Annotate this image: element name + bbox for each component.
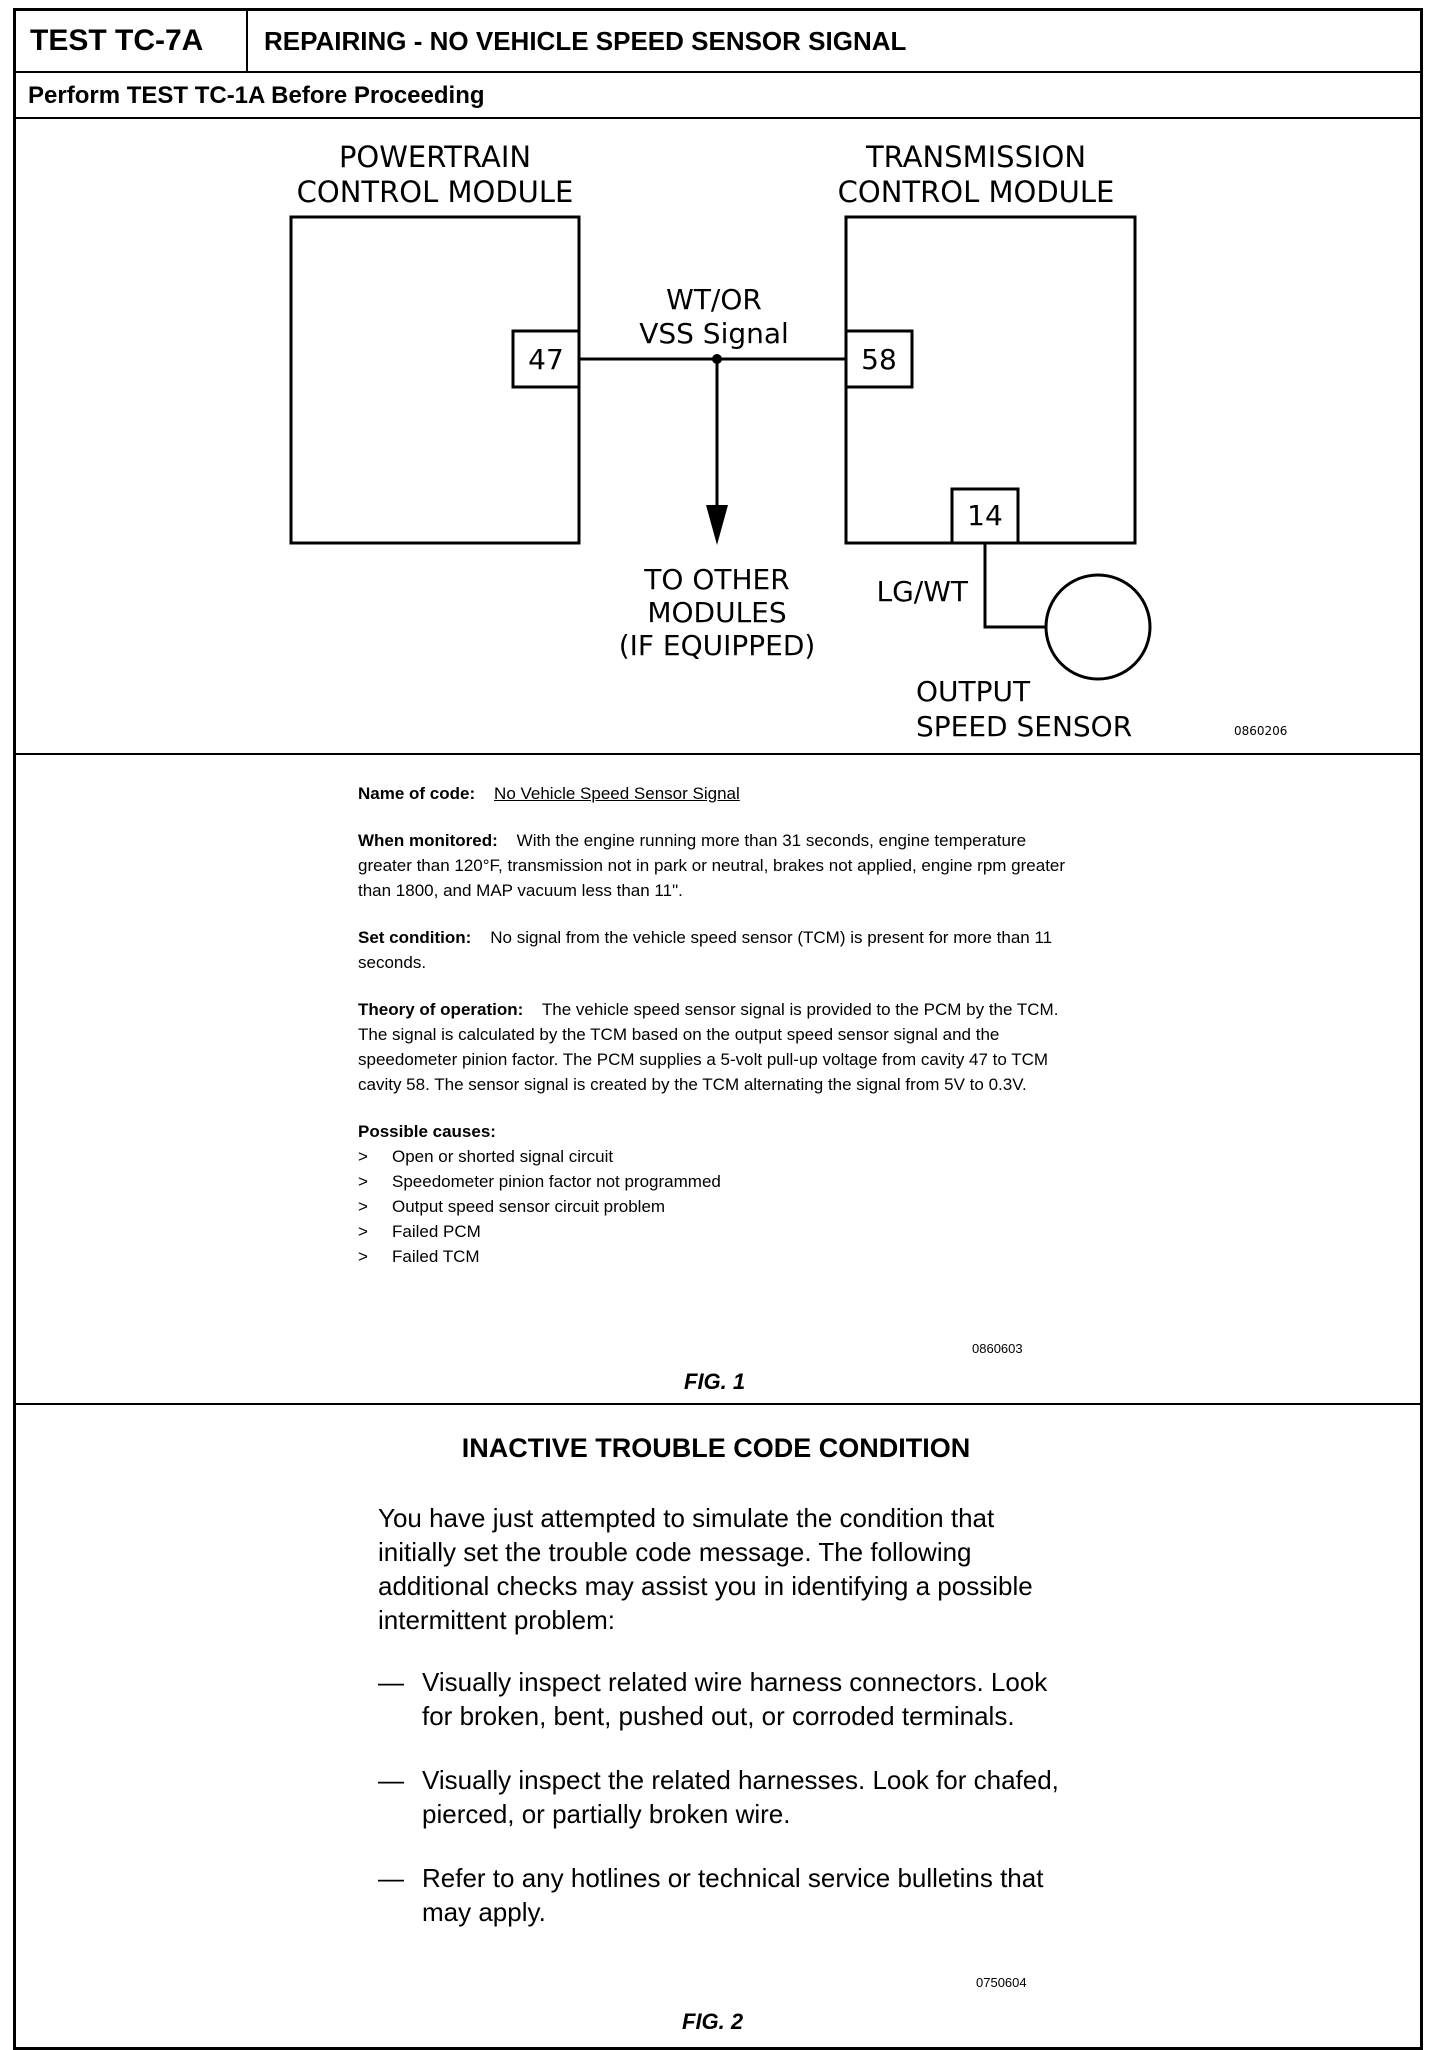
set-condition-row: Set condition: No signal from the vehicl… — [358, 925, 1068, 975]
sensor-wire-color: LG/WT — [876, 575, 968, 608]
vss-wire-name: VSS Signal — [639, 317, 789, 350]
speed-sensor-icon — [1044, 573, 1152, 681]
list-item: Failed TCM — [358, 1244, 1068, 1269]
prerequisite-note: Perform TEST TC-1A Before Proceeding — [16, 73, 1420, 119]
sensor-label-line1: OUTPUT — [916, 675, 1031, 708]
vss-wire-color: WT/OR — [666, 283, 762, 316]
tcm-label-line2: CONTROL MODULE — [838, 175, 1115, 209]
pcm-label-line1: POWERTRAIN — [339, 140, 531, 174]
inactive-code-intro: You have just attempted to simulate the … — [378, 1503, 1033, 1635]
monitored-text: With the engine running more than 31 sec… — [358, 831, 1066, 900]
fig1-panel: Name of code: No Vehicle Speed Sensor Si… — [16, 755, 1420, 1405]
theory-label: Theory of operation: — [358, 1000, 524, 1019]
additional-checks-list: Visually inspect related wire harness co… — [378, 1665, 1078, 1959]
fig2-ref-code: 0750604 — [976, 1975, 1027, 1990]
inactive-code-title: INACTIVE TROUBLE CODE CONDITION — [461, 1433, 971, 1463]
possible-causes-label: Possible causes: — [358, 1122, 496, 1141]
sensor-wire — [983, 543, 1046, 629]
arrow-down-icon — [706, 505, 728, 545]
pcm-label-line2: CONTROL MODULE — [297, 175, 574, 209]
monitored-row: When monitored: With the engine running … — [358, 828, 1068, 903]
wiring-diagram-panel: POWERTRAIN CONTROL MODULE 47 TRANSMISSIO… — [16, 119, 1420, 755]
possible-causes-list: Open or shorted signal circuit Speedomet… — [358, 1144, 1068, 1269]
header-row: TEST TC-7A REPAIRING - NO VEHICLE SPEED … — [16, 11, 1420, 73]
theory-text: The vehicle speed sensor signal is provi… — [358, 1000, 1059, 1094]
list-item: Failed PCM — [358, 1219, 1068, 1244]
set-condition-text: No signal from the vehicle speed sensor … — [358, 928, 1053, 972]
tcm-pin-58: 58 — [861, 343, 897, 376]
test-title: REPAIRING - NO VEHICLE SPEED SENSOR SIGN… — [264, 26, 907, 56]
monitored-label: When monitored: — [358, 831, 498, 850]
list-item: Refer to any hotlines or technical servi… — [378, 1861, 1078, 1929]
fig1-label: FIG. 1 — [684, 1369, 746, 1394]
code-name-row: Name of code: No Vehicle Speed Sensor Si… — [358, 781, 1068, 806]
other-modules-line2: MODULES — [647, 596, 786, 629]
sensor-label-line2: SPEED SENSOR — [916, 710, 1132, 743]
theory-row: Theory of operation: The vehicle speed s… — [358, 997, 1068, 1097]
test-id: TEST TC-7A — [16, 11, 248, 71]
code-description: Name of code: No Vehicle Speed Sensor Si… — [358, 781, 1068, 1269]
pcm-pin-box — [511, 329, 581, 389]
tcm-pin-14: 14 — [967, 499, 1003, 532]
list-item: Open or shorted signal circuit — [358, 1144, 1068, 1169]
document-frame: TEST TC-7A REPAIRING - NO VEHICLE SPEED … — [13, 8, 1423, 2050]
other-modules-line1: TO OTHER — [643, 563, 789, 596]
wiring-diagram: POWERTRAIN CONTROL MODULE 47 TRANSMISSIO… — [289, 140, 1287, 743]
list-item: Output speed sensor circuit problem — [358, 1194, 1068, 1219]
tcm-label-line1: TRANSMISSION — [865, 140, 1086, 174]
list-item: Visually inspect related wire harness co… — [378, 1665, 1078, 1733]
list-item: Visually inspect the related harnesses. … — [378, 1763, 1078, 1831]
code-name-value: No Vehicle Speed Sensor Signal — [494, 784, 740, 803]
list-item: Speedometer pinion factor not programmed — [358, 1169, 1068, 1194]
code-name-label: Name of code: — [358, 784, 476, 803]
other-modules-line3: (IF EQUIPPED) — [619, 629, 816, 662]
fig2-panel: INACTIVE TROUBLE CODE CONDITION You have… — [16, 1405, 1420, 2047]
set-condition-label: Set condition: — [358, 928, 472, 947]
pcm-pin-47: 47 — [528, 343, 564, 376]
fig2-label: FIG. 2 — [682, 2009, 744, 2034]
diagram-ref-code: 0860206 — [1234, 724, 1287, 738]
fig1-ref-code: 0860603 — [972, 1341, 1023, 1356]
tcm-pin-14-box — [950, 487, 1020, 545]
